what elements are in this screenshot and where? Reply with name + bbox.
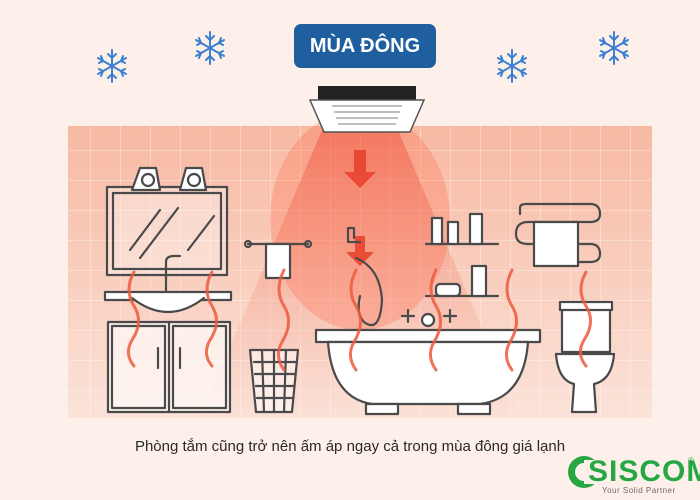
- brand-logo: SISCOM ® Your Solid Partner: [568, 455, 700, 498]
- siscom-logo-mark: [568, 456, 604, 488]
- heat-wave-icon: [127, 268, 592, 372]
- snowflake-icon: [97, 49, 127, 83]
- registered-mark: ®: [688, 456, 694, 465]
- ceiling-heater-icon: [308, 86, 426, 266]
- season-title-badge: MÙA ĐÔNG: [294, 24, 436, 68]
- brand-tagline: Your Solid Partner: [602, 486, 676, 495]
- snowflake-icon: [497, 49, 527, 83]
- brand-name: SISCOM: [588, 455, 700, 488]
- snowflake-icon: [599, 31, 629, 65]
- illustration-caption: Phòng tắm cũng trở nên ấm áp ngay cả tro…: [134, 438, 566, 455]
- snowflake-icon: [195, 31, 225, 65]
